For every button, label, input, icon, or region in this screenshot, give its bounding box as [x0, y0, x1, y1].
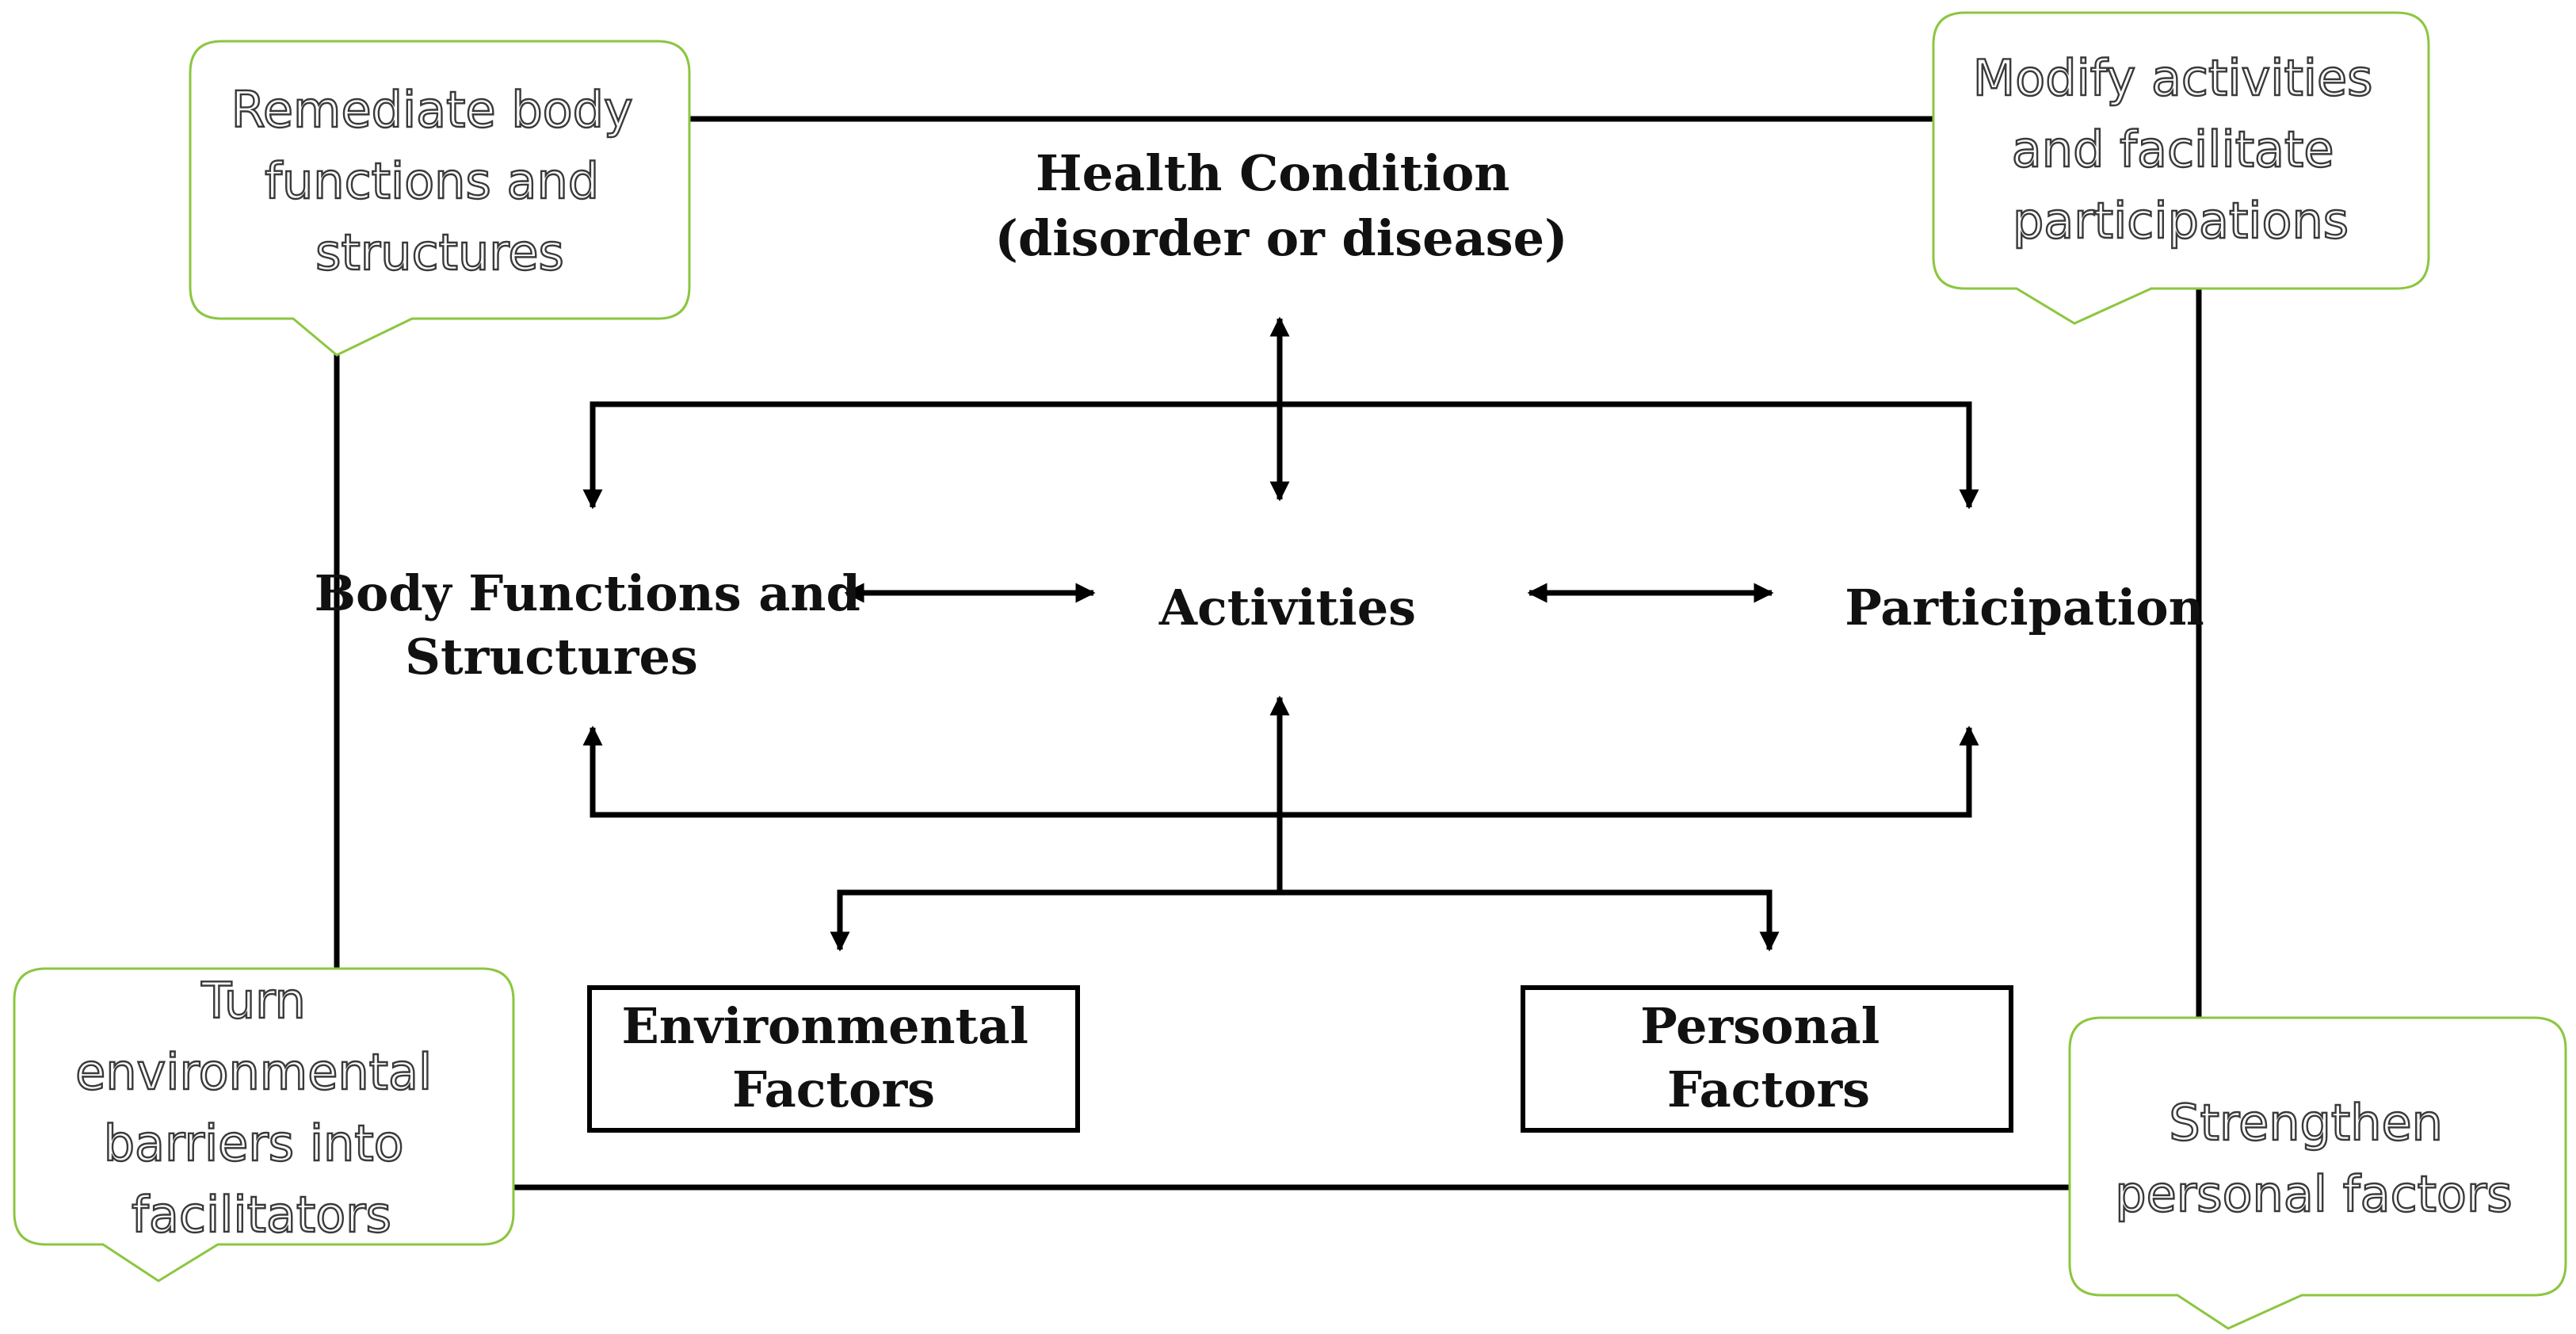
activities-label: Activities: [1158, 579, 1416, 636]
connector-bottom-branch: [582, 725, 1979, 818]
callout-modify-text: Modify activities and facilitate partici…: [1973, 49, 2388, 250]
callout-strengthen-bubble: [2068, 1016, 2567, 1330]
connector-factors-branch: [830, 889, 1780, 952]
outer-frame: [334, 116, 2202, 1191]
callout-environmental-bubble: [13, 967, 515, 1282]
callout-environmental: Turn environmental barriers into facilit…: [13, 967, 515, 1282]
callout-remediate: Remediate body functions and structures: [189, 40, 691, 357]
personal-factors-label: Personal Factors: [1640, 997, 1897, 1118]
environmental-factors-box: [587, 985, 1080, 1133]
callout-modify-bubble: [1932, 11, 2430, 325]
personal-factors-box: [1521, 985, 2013, 1133]
connector-top-branch: [582, 401, 1979, 510]
connectors: [582, 316, 1979, 952]
environmental-factors-label: Environmental Factors: [621, 997, 1045, 1118]
callout-modify: Modify activities and facilitate partici…: [1932, 11, 2430, 325]
callout-strengthen: Strengthen personal factors: [2068, 1016, 2567, 1330]
callout-environmental-text: Turn environmental barriers into facilit…: [75, 972, 448, 1244]
health-condition-label: Health Condition (disorder or disease): [995, 144, 1568, 267]
callout-remediate-bubble: [189, 40, 691, 357]
callout-remediate-text: Remediate body functions and structures: [231, 81, 649, 281]
body-functions-label: Body Functions and Structures: [315, 564, 878, 686]
participation-label: Participation: [1845, 579, 2204, 636]
callout-strengthen-text: Strengthen personal factors: [2115, 1094, 2512, 1223]
